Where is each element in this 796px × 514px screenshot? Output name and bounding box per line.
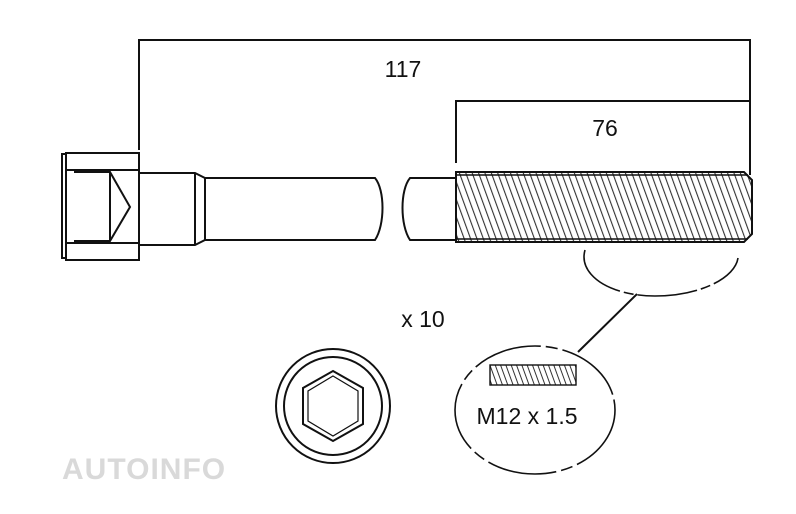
detail-leader-line xyxy=(577,293,638,353)
overall-length-label: 117 xyxy=(385,56,422,82)
bolt-shank xyxy=(138,172,457,246)
thread-length-label: 76 xyxy=(592,115,618,141)
thread-length-dimension xyxy=(455,100,750,163)
quantity-label: x 10 xyxy=(401,306,444,332)
bolt-head xyxy=(61,152,140,261)
autoinfo-watermark: AUTOINFO xyxy=(62,453,226,486)
overall-length-dimension xyxy=(138,39,751,175)
watermark-text: AUTOINFO xyxy=(62,453,226,486)
thread-spec-label: M12 x 1.5 xyxy=(477,403,578,429)
socket-head-end-view xyxy=(275,348,391,464)
thread-detail-callout: M12 x 1.5 xyxy=(454,345,616,475)
bolt-thread xyxy=(455,171,753,243)
thread-detail-marker xyxy=(583,249,739,297)
